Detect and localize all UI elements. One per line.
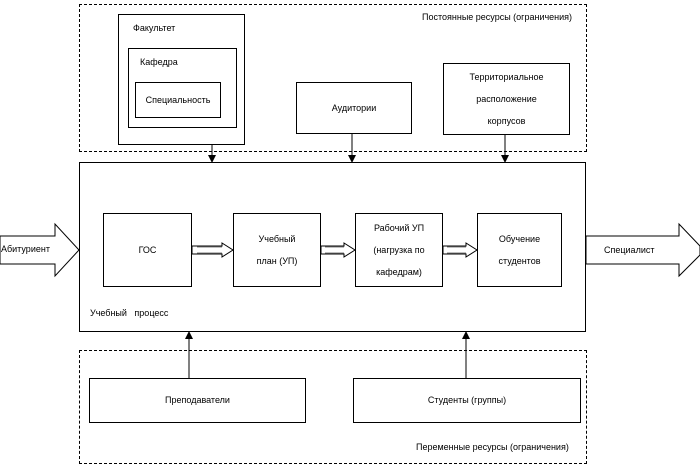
constant-resources-label: Постоянные ресурсы (ограничения) [422,12,573,22]
students-label: Студенты (группы) [427,395,507,405]
faculty-label: Факультет [133,23,176,33]
gos-box: ГОС [103,213,192,287]
training-box: Обучение студентов [477,213,562,287]
students-box: Студенты (группы) [353,378,581,423]
classrooms-box: Аудитории [296,82,412,134]
territorial-label: Территориальное расположение корпусов [469,72,544,126]
educational-process-label: Учебный процесс [90,308,169,318]
variable-resources-region [79,350,587,464]
training-label: Обучение студентов [498,234,541,266]
curriculum-label: Учебный план (УП) [256,234,298,266]
specialty-box: Специальность [135,82,221,118]
teachers-box: Преподаватели [89,378,306,423]
specialty-label: Специальность [145,94,211,105]
working-plan-label: Рабочий УП (нагрузка по кафедрам) [373,223,425,277]
input-label: Абитуриент [1,244,50,254]
department-label: Кафедра [140,57,178,67]
gos-label: ГОС [138,244,157,255]
classrooms-label: Аудитории [331,102,377,113]
curriculum-box: Учебный план (УП) [233,213,321,287]
constant-resources-region [79,4,587,152]
variable-resources-label: Переменные ресурсы (ограничения) [416,442,569,452]
output-label: Специалист [604,245,655,255]
territorial-box: Территориальное расположение корпусов [443,63,570,135]
teachers-label: Преподаватели [165,395,230,405]
working-plan-box: Рабочий УП (нагрузка по кафедрам) [355,213,443,287]
